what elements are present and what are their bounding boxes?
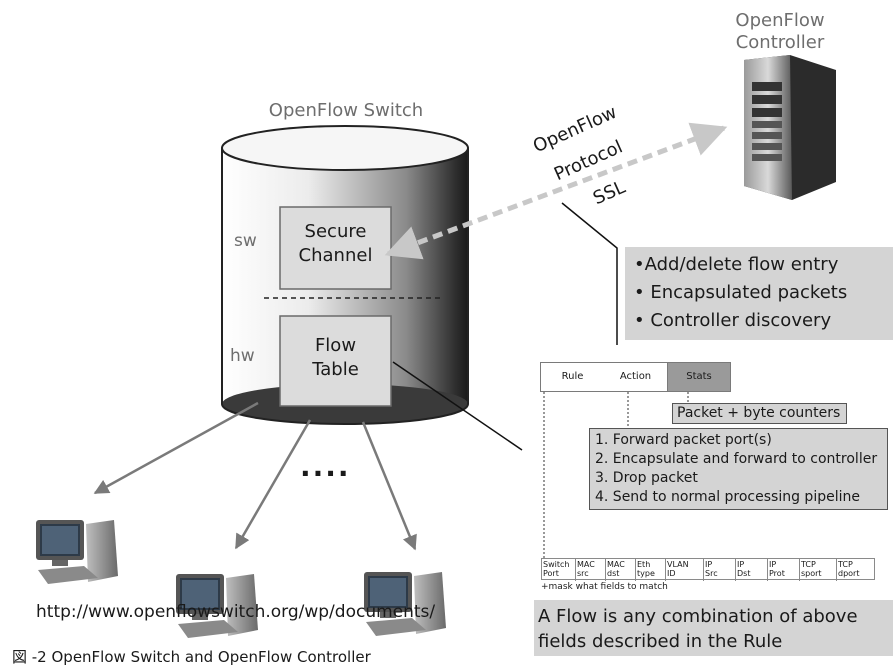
action-item: 4. Send to normal processing pipeline (595, 489, 860, 505)
sw-label: sw (234, 231, 257, 251)
controller-label-line1: OpenFlow (735, 10, 825, 31)
flow-entry-header: Rule Action Stats (540, 362, 731, 392)
rule-header: Rule (541, 363, 605, 391)
flow-table-callout-line (392, 361, 523, 451)
secure-channel-box (279, 206, 392, 290)
secure-channel-line2: Channel (298, 245, 373, 266)
computer-icon (176, 574, 258, 638)
controller-label: OpenFlow Controller (720, 10, 840, 54)
action-header: Action (604, 363, 668, 391)
flow-table-line1: Flow (314, 335, 357, 356)
flow-description-line2: fields described in the Rule (538, 631, 783, 652)
host-arrow-3 (361, 421, 417, 551)
hw-label: hw (230, 346, 255, 366)
openflow-protocol-arrow (384, 122, 728, 260)
flow-table-line2: Table (312, 359, 359, 380)
secure-channel-label: Secure Channel (280, 220, 391, 268)
controller-messages-box: •Add/delete flow entry • Encapsulated pa… (625, 247, 893, 340)
flow-table-box (279, 315, 392, 407)
switch-label: OpenFlow Switch (268, 100, 424, 121)
more-hosts-ellipsis: .... (300, 450, 351, 483)
messages-callout-line (561, 202, 618, 345)
host-arrow-1 (93, 401, 259, 495)
action-item: 2. Encapsulate and forward to controller (595, 451, 878, 467)
stats-note-box: Packet + byte counters (672, 403, 847, 424)
actions-box: 1. Forward packet port(s) 2. Encapsulate… (589, 428, 888, 510)
message-discovery: • Controller discovery (634, 310, 832, 331)
stats-header: Stats (668, 363, 730, 391)
action-item: 3. Drop packet (595, 470, 698, 486)
server-tower-icon (744, 55, 836, 200)
host-arrow-2 (234, 419, 312, 550)
message-add-delete: •Add/delete flow entry (634, 254, 839, 275)
figure-caption: 図 -2 OpenFlow Switch and OpenFlow Contro… (12, 648, 371, 666)
secure-channel-line1: Secure (304, 221, 367, 242)
flow-table-label: Flow Table (280, 334, 391, 382)
source-url: http://www.openflowswitch.org/wp/documen… (36, 602, 436, 622)
controller-label-line2: Controller (735, 32, 825, 53)
flow-description-line1: A Flow is any combination of above (538, 606, 858, 627)
computer-icon (364, 572, 446, 636)
mask-note: +mask what fields to match (541, 582, 668, 592)
action-item: 1. Forward packet port(s) (595, 432, 772, 448)
message-encapsulated: • Encapsulated packets (634, 282, 848, 303)
computer-icon (36, 520, 118, 584)
flow-description-box: A Flow is any combination of above field… (534, 600, 893, 656)
